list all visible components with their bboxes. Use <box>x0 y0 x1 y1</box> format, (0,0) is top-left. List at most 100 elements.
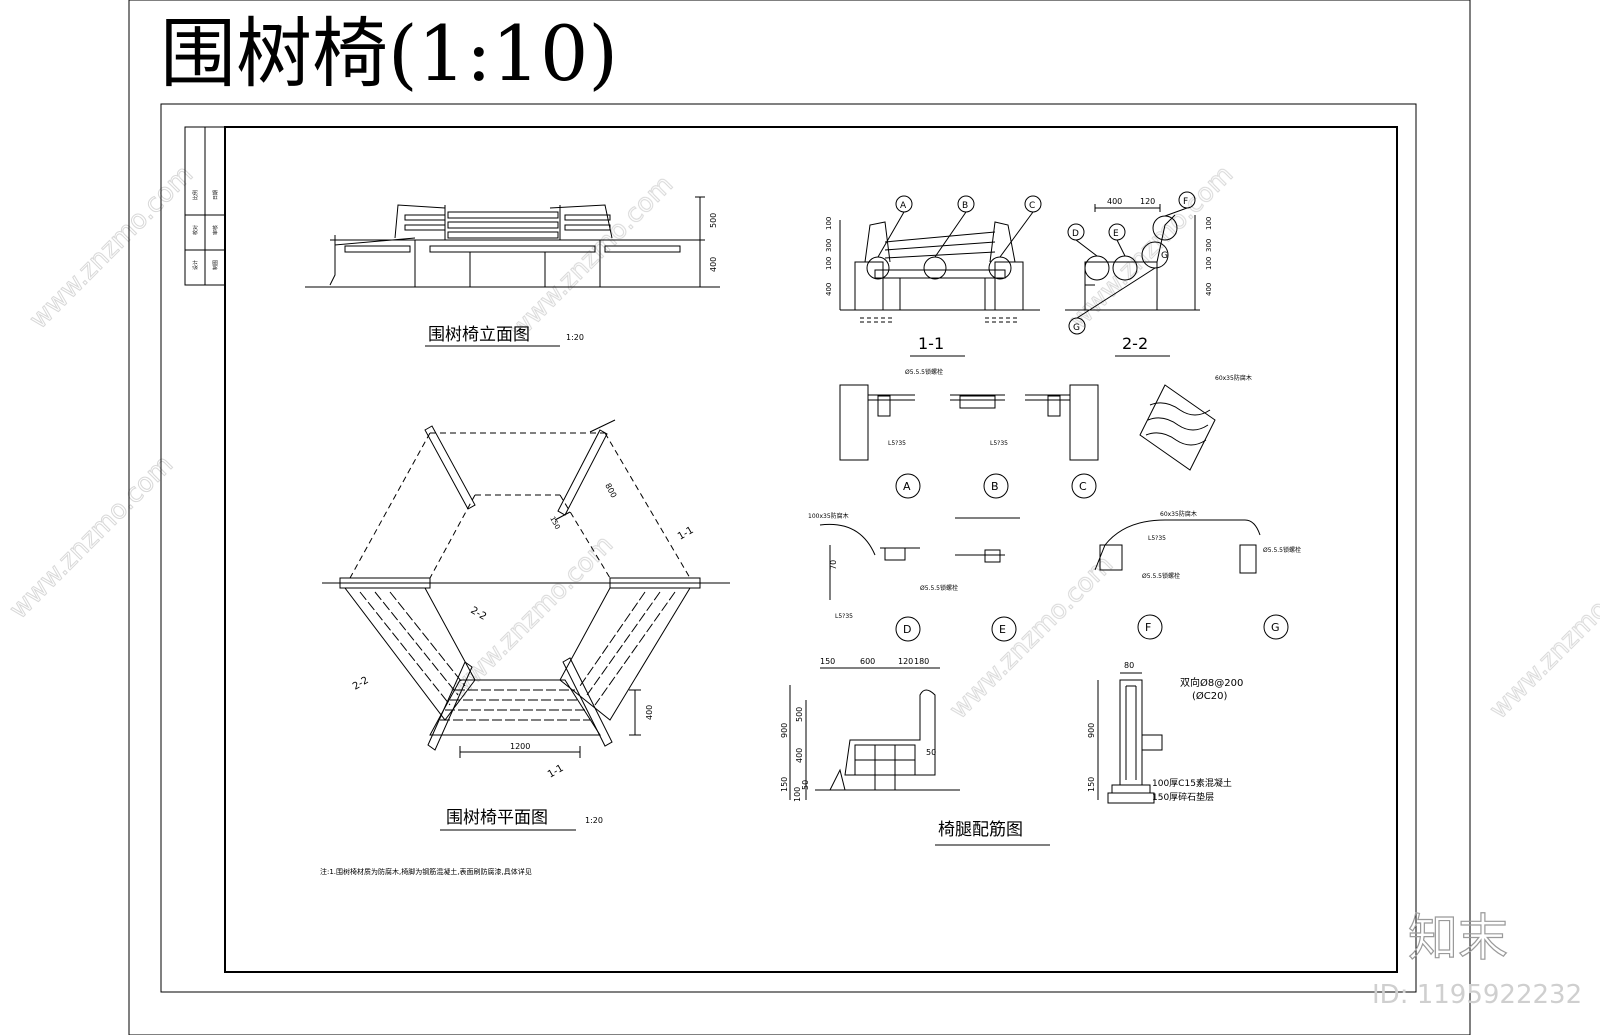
dim-label: 500 <box>709 213 718 228</box>
title-block-cell: 校对 <box>192 225 199 235</box>
detail-ref: G <box>1271 621 1280 634</box>
view-scale: 1:20 <box>585 816 603 825</box>
dim-label: 120 <box>898 657 913 666</box>
leg-section <box>789 667 960 800</box>
watermark-text: www.znzmo.com <box>444 530 619 705</box>
view-scale: 1:20 <box>566 333 584 342</box>
dim-label: 300 <box>825 239 833 252</box>
design-note: 注:1.围树椅材质为防腐木,椅脚为钢筋混凝土,表面刷防腐漆,具体详见 <box>320 867 532 876</box>
section-mark: 1-1 <box>546 763 566 781</box>
dim-label: 50 <box>926 748 936 757</box>
title-block-cell: 制图 <box>212 260 219 270</box>
dim-label: 800 <box>603 482 618 500</box>
dim-label: 500 <box>795 707 804 722</box>
annotation: Ø5.5.5锁螺栓 <box>920 584 958 592</box>
detail-ref: G <box>1073 323 1080 333</box>
watermark-text: www.znzmo.com <box>504 170 679 345</box>
plan-view <box>322 419 730 758</box>
title-block: 设计 制图 校对 审核 比例 日期 <box>184 126 226 286</box>
annotation: L5?35 <box>888 440 906 447</box>
detail-ref: A <box>900 201 907 211</box>
annotation: 100厚C15素混凝土 <box>1152 777 1232 789</box>
annotation: L5?35 <box>990 440 1008 447</box>
dim-label: 100 <box>825 217 833 230</box>
dim-label: 300 <box>1205 239 1213 252</box>
detail-ref: D <box>903 623 911 636</box>
details-abc <box>839 384 1216 499</box>
dim-label: 150 <box>780 777 789 792</box>
middle-frame <box>160 103 1417 993</box>
detail-ref: G <box>1161 251 1168 261</box>
outer-frame <box>128 0 1471 1035</box>
annotation: 150厚碎石垫层 <box>1152 791 1214 803</box>
title-block-cell: 设计 <box>192 260 199 270</box>
sheet-title: 围树椅(1:10) <box>160 9 618 98</box>
section-1-1 <box>839 195 1042 323</box>
watermark-text: www.znzmo.com <box>944 550 1119 725</box>
rebar-detail <box>1097 672 1163 804</box>
section-mark: 2-2 <box>351 675 371 693</box>
detail-ref: B <box>991 480 999 493</box>
view-label: 2-2 <box>1122 334 1148 353</box>
dim-label: 100 <box>1205 257 1213 270</box>
dim-label: 80 <box>1124 661 1134 670</box>
dim-label: 100 <box>793 787 802 802</box>
inner-frame <box>224 126 1398 973</box>
dim-label: 120 <box>1140 197 1155 206</box>
dim-label: 400 <box>1107 197 1122 206</box>
annotation: Ø5.5.5锁螺栓 <box>1142 572 1180 580</box>
detail-ref: C <box>1029 201 1035 211</box>
detail-ref: E <box>999 623 1006 636</box>
dim-label: 100 <box>1205 217 1213 230</box>
elevation-view <box>305 196 720 288</box>
dim-label: 400 <box>825 283 833 296</box>
annotation: L5?35 <box>1148 535 1166 542</box>
dim-label: 900 <box>780 723 789 738</box>
dim-label: 100 <box>825 257 833 270</box>
section-mark: 2-2 <box>469 605 489 623</box>
dim-label: 400 <box>1205 283 1213 296</box>
annotation: 60x35防腐木 <box>1215 374 1252 382</box>
watermark-text: www.znzmo.com <box>1484 550 1600 725</box>
title-block-cell: 审核 <box>212 225 219 235</box>
details-defg <box>819 517 1289 642</box>
detail-ref: E <box>1113 229 1119 239</box>
view-label: 1-1 <box>918 334 944 353</box>
dim-label: 150 <box>820 657 835 666</box>
detail-ref: A <box>903 480 911 493</box>
detail-ref: D <box>1072 229 1079 239</box>
view-label: 围树椅平面图 <box>446 808 548 828</box>
annotation: 60x35防腐木 <box>1160 510 1197 518</box>
title-block-cell: 比例 <box>192 190 199 200</box>
brand-watermark: 知末 <box>1408 909 1508 967</box>
annotation: 100x35防腐木 <box>808 512 849 520</box>
dim-label: 400 <box>645 705 654 720</box>
dim-label: 400 <box>709 257 718 272</box>
section-2-2 <box>1065 191 1200 335</box>
title-block-cell: 日期 <box>213 190 219 200</box>
view-label: 椅腿配筋图 <box>938 820 1023 840</box>
detail-ref: B <box>962 201 968 211</box>
dim-label: 150 <box>1087 777 1096 792</box>
annotation: L5?35 <box>835 613 853 620</box>
dim-label: 180 <box>914 657 929 666</box>
dim-label: 50 <box>801 780 810 790</box>
detail-ref: C <box>1079 480 1087 493</box>
detail-ref: F <box>1183 197 1188 207</box>
annotation: 双向Ø8@200 <box>1180 676 1243 689</box>
section-mark: 1-1 <box>676 525 696 543</box>
annotation: (ØC20) <box>1192 690 1227 702</box>
watermark-layer: www.znzmo.com www.znzmo.com www.znzmo.co… <box>3 159 1600 725</box>
annotation: Ø5.5.5锁螺栓 <box>905 368 943 376</box>
id-watermark: ID: 1195922232 <box>1372 980 1582 1010</box>
dim-label: 600 <box>860 657 875 666</box>
view-label: 围树椅立面图 <box>428 325 530 345</box>
detail-ref: F <box>1145 621 1151 634</box>
dim-label: 400 <box>795 748 804 763</box>
annotation: Ø5.5.5锁螺栓 <box>1263 546 1301 554</box>
dim-label: 1200 <box>510 742 530 751</box>
watermark-text: www.znzmo.com <box>24 160 199 335</box>
watermark-text: www.znzmo.com <box>4 450 179 625</box>
dim-label: 900 <box>1087 723 1096 738</box>
